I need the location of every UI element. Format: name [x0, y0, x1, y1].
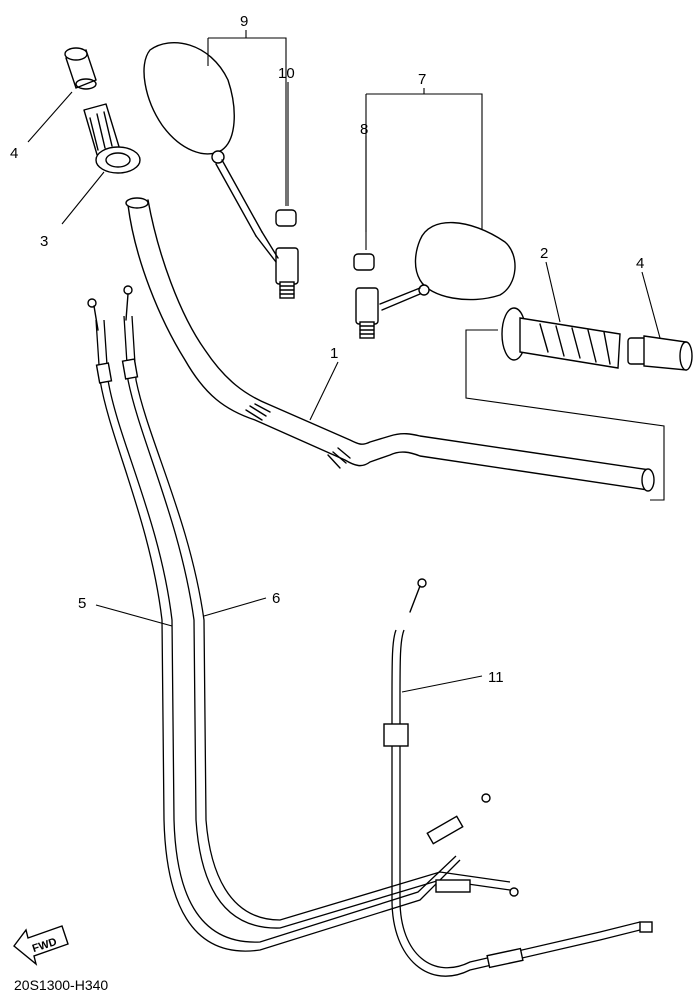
fwd-arrow-icon: FWD	[13, 925, 69, 966]
callout-3: 3	[40, 233, 48, 250]
right-grip-bracket	[465, 329, 665, 501]
left-bar-end	[64, 47, 97, 90]
left-mirror	[143, 42, 299, 299]
right-mirror-cap	[353, 253, 375, 271]
diagram-code: 20S1300-H340	[14, 977, 108, 993]
handlebar	[125, 197, 655, 492]
clutch-cable	[383, 578, 653, 977]
throttle-cables	[87, 285, 519, 952]
right-grip	[501, 307, 621, 369]
callout-8: 8	[360, 121, 368, 138]
callout-2: 2	[540, 245, 548, 262]
callout-6: 6	[272, 590, 280, 607]
right-bar-end	[627, 335, 693, 371]
callout-1: 1	[330, 345, 338, 362]
leader-lines	[27, 30, 661, 693]
callout-9: 9	[240, 13, 248, 30]
callout-5: 5	[78, 595, 86, 612]
callout-4-right: 4	[636, 255, 644, 272]
left-mirror-cap	[275, 209, 297, 227]
callout-11: 11	[488, 669, 504, 686]
right-mirror	[355, 221, 516, 339]
callout-10: 10	[278, 65, 295, 82]
callout-4-left: 4	[10, 145, 18, 162]
left-grip	[83, 103, 141, 174]
callout-7: 7	[418, 71, 426, 88]
